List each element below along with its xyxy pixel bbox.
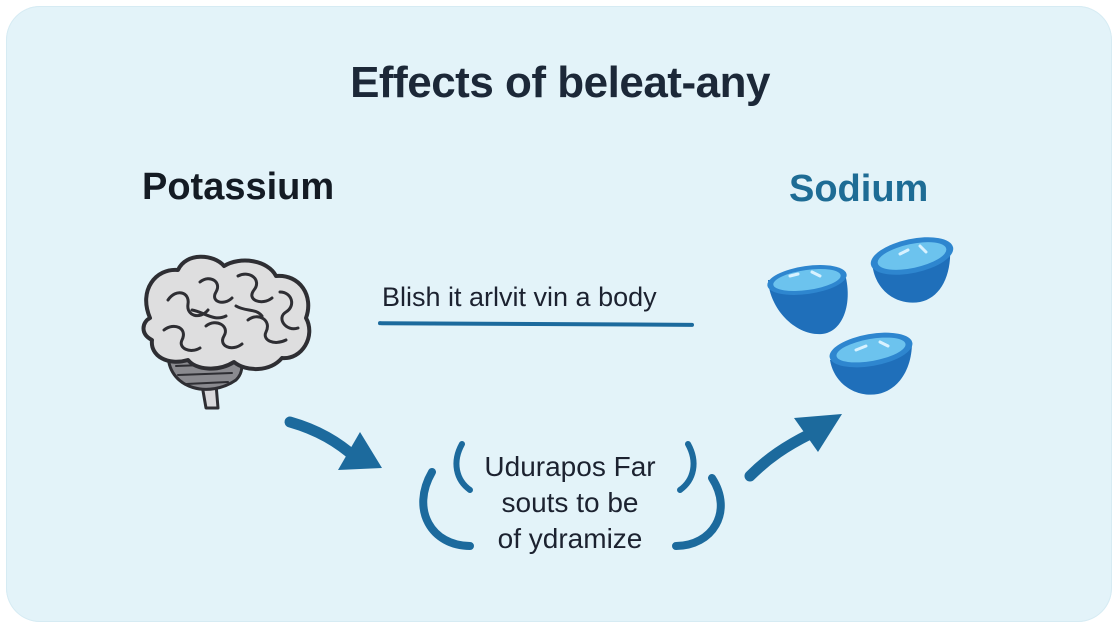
salt-bowl-1	[767, 265, 848, 335]
center-line-1: Udurapos Far	[484, 451, 656, 482]
sodium-label: Sodium	[789, 168, 929, 210]
center-line-2: souts to be	[501, 487, 639, 518]
salt-bowl-3	[829, 332, 913, 395]
salt-bowl-2	[870, 237, 954, 303]
diagram-title: Effects of beleat-any	[350, 58, 770, 107]
salt-bowl-icon	[767, 237, 954, 395]
connector-caption: Blish it arlvit vin a body	[382, 282, 657, 312]
center-line-3: of ydramize	[497, 523, 643, 554]
potassium-label: Potassium	[142, 166, 335, 208]
curved-arrow-left-icon	[284, 416, 382, 470]
center-description: Udurapos Far souts to be of ydramize	[470, 449, 670, 557]
brain-icon	[141, 254, 312, 410]
center-bracket	[419, 441, 725, 550]
curved-arrow-right-icon	[744, 414, 842, 482]
